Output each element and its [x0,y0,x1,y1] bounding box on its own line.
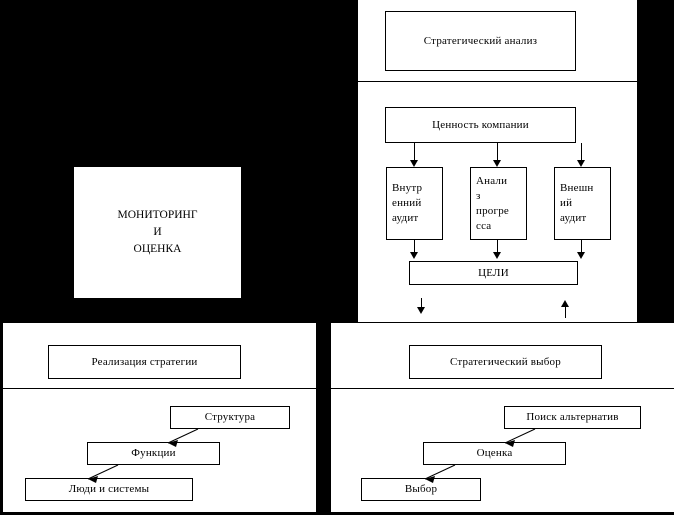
connector-progress-analysis-to-goals-line [497,240,498,256]
box-internal-audit-line3: аудит [392,212,419,224]
box-external-audit-line1: Внешн [560,182,594,194]
box-internal-audit[interactable]: Внутр енний аудит [386,167,443,240]
connector-goals-outflow-head [417,307,425,314]
box-evaluation-label: Оценка [476,447,513,459]
box-choice[interactable]: Выбор [361,478,481,501]
box-strategy-implementation-label: Реализация стратегии [91,355,198,368]
box-strategic-analysis-label: Стратегический анализ [423,34,538,47]
connector-internal-audit-to-goals-line [414,240,415,256]
connector-internal-audit-to-goals-head [410,252,418,259]
box-company-value-label: Ценность компании [432,118,529,131]
box-evaluation[interactable]: Оценка [423,442,566,465]
connector-value-to-external-audit-head [577,160,585,167]
box-structure[interactable]: Структура [170,406,290,429]
connector-goals-inflow-head [561,300,569,307]
box-people-and-systems-label: Люди и системы [68,483,150,495]
box-company-value[interactable]: Ценность компании [385,107,576,143]
connector-external-audit-to-goals-head [577,252,585,259]
box-search-alternatives[interactable]: Поиск альтернатив [504,406,641,429]
monitoring-line3: ОЦЕНКА [133,243,182,255]
box-progress-analysis-line3: прогре [476,204,509,217]
box-progress-analysis[interactable]: Анали з прогре сса [470,167,527,240]
box-progress-analysis-line1: Анали [476,174,508,187]
connector-value-to-external-audit-line [581,143,582,163]
box-monitoring-and-evaluation[interactable]: МОНИТОРИНГ И ОЦЕНКА [74,167,241,298]
box-search-alternatives-label: Поиск альтернатив [526,411,619,423]
box-goals[interactable]: ЦЕЛИ [409,261,578,285]
box-strategic-analysis[interactable]: Стратегический анализ [385,11,576,71]
box-monitoring-and-evaluation-label: МОНИТОРИНГ И ОЦЕНКА [118,207,198,258]
box-external-audit-line3: аудит [560,212,587,224]
connector-goals-outflow-line [421,298,422,310]
box-strategic-choice-label: Стратегический выбор [450,355,561,368]
connector-value-to-progress-analysis-head [493,160,501,167]
box-goals-label: ЦЕЛИ [478,266,509,279]
box-external-audit-label: Внешн ий аудит [560,181,610,226]
monitoring-line1: МОНИТОРИНГ [117,209,198,221]
box-strategic-choice[interactable]: Стратегический выбор [409,345,602,379]
connector-value-to-internal-audit-line [414,143,415,163]
box-structure-label: Структура [204,411,256,423]
box-internal-audit-label: Внутр енний аудит [392,181,442,226]
box-people-and-systems[interactable]: Люди и системы [25,478,193,501]
box-functions[interactable]: Функции [87,442,220,465]
connector-value-to-progress-analysis-line [497,143,498,163]
box-progress-analysis-label: Анали з прогре сса [476,174,526,234]
monitoring-line2: И [153,226,162,238]
box-functions-label: Функции [131,447,176,459]
box-progress-analysis-line2: з [476,189,481,202]
box-strategy-implementation[interactable]: Реализация стратегии [48,345,241,379]
connector-external-audit-to-goals-line [581,240,582,256]
connector-value-to-internal-audit-head [410,160,418,167]
box-external-audit-line2: ий [560,197,573,209]
strategic-analysis-divider [358,81,638,82]
box-progress-analysis-line4: сса [476,219,492,232]
box-choice-label: Выбор [404,483,438,495]
box-internal-audit-line1: Внутр [392,182,423,194]
connector-goals-inflow-line [565,305,566,318]
box-external-audit[interactable]: Внешн ий аудит [554,167,611,240]
connector-progress-analysis-to-goals-head [493,252,501,259]
box-internal-audit-line2: енний [392,197,422,209]
